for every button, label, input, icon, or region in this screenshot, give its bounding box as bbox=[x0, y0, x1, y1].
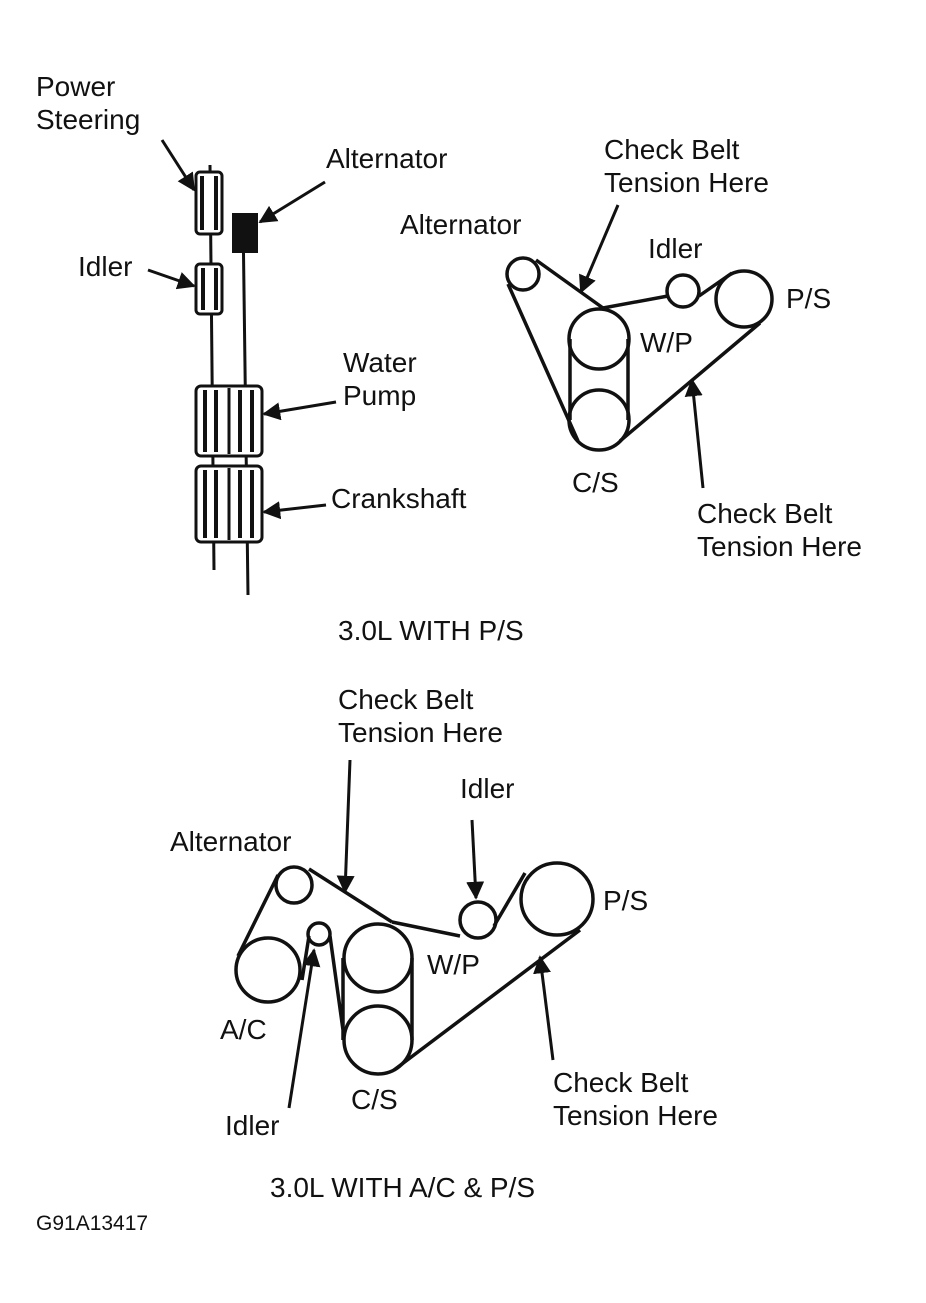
d2-title: 3.0L WITH A/C & P/S bbox=[270, 1172, 536, 1203]
d2-wp-pulley bbox=[342, 922, 414, 994]
d2-ac-pulley bbox=[234, 936, 302, 1004]
d1-title: 3.0L WITH P/S bbox=[338, 615, 524, 646]
d2-arrow-check-bottom bbox=[533, 955, 555, 1061]
label-power-steering: Power Steering bbox=[36, 71, 141, 135]
arrow-crankshaft bbox=[262, 501, 327, 520]
diagram2-belt-routing bbox=[234, 759, 595, 1109]
d2-label-wp: W/P bbox=[427, 949, 480, 980]
side-view-pulley-stack bbox=[147, 139, 337, 596]
d2-label-check-top: Check Belt Tension Here bbox=[338, 684, 503, 748]
d1-alternator-pulley bbox=[505, 256, 541, 292]
label-water-pump-side: Water Pump bbox=[343, 347, 417, 411]
d2-arrow-check-top bbox=[336, 759, 355, 894]
d2-arrow-idler-bottom bbox=[287, 948, 321, 1109]
d2-label-idler-top: Idler bbox=[460, 773, 515, 804]
side-power-steering-pulley bbox=[194, 170, 224, 236]
arrow-idler bbox=[147, 268, 196, 290]
d2-label-ps: P/S bbox=[603, 885, 649, 916]
label-alternator-side: Alternator bbox=[326, 143, 448, 174]
d1-arrow-check-top bbox=[579, 204, 620, 294]
d2-alternator-pulley bbox=[274, 865, 314, 905]
d2-arrow-idler-top bbox=[466, 819, 485, 900]
d1-idler-pulley bbox=[665, 273, 701, 309]
d1-label-wp: W/P bbox=[640, 327, 693, 358]
d1-wp-pulley bbox=[567, 307, 631, 371]
label-idler-side: Idler bbox=[78, 251, 133, 282]
d2-label-check-bottom: Check Belt Tension Here bbox=[553, 1067, 718, 1131]
d1-label-idler: Idler bbox=[648, 233, 703, 264]
d1-label-cs: C/S bbox=[572, 467, 619, 498]
d2-label-idler-bottom: Idler bbox=[225, 1110, 280, 1141]
d1-arrow-check-bottom bbox=[684, 378, 705, 489]
diagram1-belt-routing bbox=[505, 204, 774, 489]
d2-label-cs: C/S bbox=[351, 1084, 398, 1115]
d2-ps-pulley bbox=[519, 861, 595, 937]
side-water-pump-pulley bbox=[194, 384, 264, 458]
d1-label-alternator: Alternator bbox=[400, 209, 522, 240]
label-crankshaft-side: Crankshaft bbox=[331, 483, 467, 514]
d1-label-ps: P/S bbox=[786, 283, 832, 314]
side-crankshaft-pulley bbox=[194, 464, 264, 544]
d1-belt bbox=[506, 258, 762, 443]
d1-ps-pulley bbox=[714, 269, 774, 329]
d1-label-check-top: Check Belt Tension Here bbox=[604, 134, 769, 198]
side-alternator-pulley bbox=[232, 213, 258, 253]
d2-label-alternator: Alternator bbox=[170, 826, 292, 857]
d2-small-idler-pulley bbox=[306, 921, 332, 947]
figure-code: G91A13417 bbox=[36, 1212, 149, 1235]
side-idler-pulley bbox=[194, 262, 224, 316]
arrow-power-steering bbox=[160, 139, 196, 192]
d2-idler-pulley bbox=[458, 900, 498, 940]
arrow-alternator bbox=[258, 180, 326, 224]
d2-label-ac: A/C bbox=[220, 1014, 267, 1045]
d1-label-check-bottom: Check Belt Tension Here bbox=[697, 498, 862, 562]
arrow-water-pump bbox=[262, 400, 337, 421]
